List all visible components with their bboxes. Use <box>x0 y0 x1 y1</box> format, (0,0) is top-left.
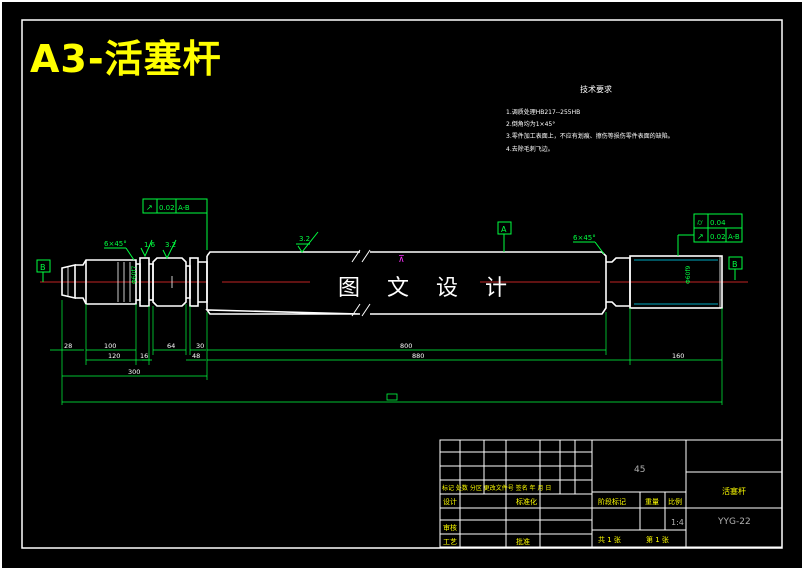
dim-64: 64 <box>167 342 175 350</box>
drawing-title: A3-活塞杆 <box>30 37 222 81</box>
dim-100: 100 <box>104 342 116 350</box>
svg-text:0.02: 0.02 <box>710 233 726 241</box>
datum-b-right: B <box>728 256 743 280</box>
dim-28: 28 <box>64 342 72 350</box>
tb-approve: 批准 <box>516 537 530 546</box>
tb-scale: 1:4 <box>671 518 684 527</box>
section-marker: ⊼ <box>398 255 405 265</box>
tb-weight: 重量 <box>645 498 659 506</box>
note-line-1: 1.调质处理HB217--255HB <box>506 108 580 116</box>
dimension-lines <box>50 349 722 403</box>
tb-standard: 标准化 <box>516 497 537 506</box>
tb-material: 45 <box>634 465 645 475</box>
tb-part-name: 活塞杆 <box>722 486 746 496</box>
dim-48: 48 <box>192 352 200 360</box>
datum-a: A <box>497 221 512 252</box>
tb-process: 工艺 <box>443 538 457 546</box>
svg-text:0.02: 0.02 <box>159 204 175 212</box>
svg-text:3.2: 3.2 <box>165 241 176 249</box>
svg-text:A: A <box>501 225 507 234</box>
tolerance-frame-left: ↗ 0.02 A-B <box>142 198 208 250</box>
tb-drawing-no: YYG-22 <box>717 517 751 527</box>
dim-120: 120 <box>108 352 120 360</box>
tolerance-frame-right: ⌭ 0.04 ↗ 0.02 A-B <box>677 213 743 256</box>
tb-total: 共 1 张 <box>598 535 621 544</box>
svg-text:A-B: A-B <box>728 233 740 241</box>
watermark: 图 文 设 计 <box>338 276 517 301</box>
dim-30: 30 <box>196 342 204 350</box>
chamfer-leaders: 6×45° 6×45° <box>104 234 605 261</box>
svg-text:0.04: 0.04 <box>710 219 726 227</box>
notes-heading: 技术要求 <box>580 84 612 94</box>
tb-stage-mark: 阶段标记 <box>598 497 626 506</box>
svg-text:⌭: ⌭ <box>697 218 703 227</box>
svg-text:6×45°: 6×45° <box>104 240 127 248</box>
tb-sheet: 第 1 张 <box>646 535 669 544</box>
tb-design: 设计 <box>443 497 457 506</box>
dim-16: 16 <box>140 352 148 360</box>
note-line-2: 2.倒角均为1×45° <box>506 120 555 128</box>
note-line-3: 3.零件加工表面上，不应有划痕、擦伤等损伤零件表面的缺陷。 <box>506 132 674 140</box>
title-block-text: 标记 处数 分区 更改文件号 签名 年 月 日 设计 标准化 审核 工艺 批准 … <box>442 484 746 546</box>
dim-300: 300 <box>128 368 140 376</box>
diameter-left: Φ60f7 <box>131 266 138 284</box>
note-line-4: 4.去除毛刺飞边。 <box>506 145 554 153</box>
svg-text:B: B <box>732 260 738 269</box>
roughness-symbols: 1.6 3.2 3.2 <box>140 231 319 260</box>
svg-text:B: B <box>40 263 46 272</box>
tb-row-labels: 标记 处数 分区 更改文件号 签名 年 月 日 <box>442 484 551 492</box>
title-block <box>439 439 783 548</box>
extension-lines <box>61 300 723 405</box>
svg-text:6×45°: 6×45° <box>573 234 596 242</box>
drawing-frame <box>21 19 783 549</box>
title-block-values: 45 1:4 YYG-22 <box>634 465 751 527</box>
svg-text:↗: ↗ <box>146 203 153 212</box>
dimension-values: 28 100 120 16 64 48 30 800 880 160 300 <box>64 342 684 376</box>
tb-scale-label: 比例 <box>668 497 682 506</box>
svg-text:↗: ↗ <box>697 232 704 241</box>
dim-880: 880 <box>412 352 424 360</box>
svg-text:1.6: 1.6 <box>144 241 156 249</box>
datum-b-left: B <box>36 259 51 282</box>
piston-rod-outline <box>61 249 723 317</box>
dim-160: 160 <box>672 352 684 360</box>
tb-review: 审核 <box>443 523 457 532</box>
dim-800: 800 <box>400 342 412 350</box>
overall-length-box <box>386 393 398 401</box>
svg-text:A-B: A-B <box>178 204 190 212</box>
svg-text:3.2: 3.2 <box>299 235 310 243</box>
diameter-right: Φ60f9 <box>685 266 692 284</box>
